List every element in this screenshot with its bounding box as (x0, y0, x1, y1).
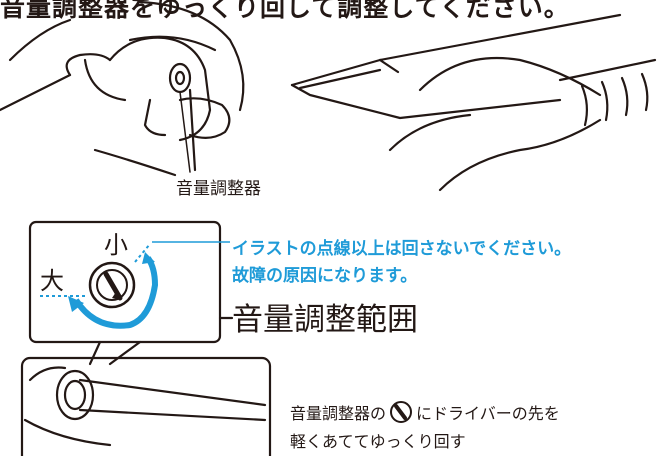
knob-caption: 音量調整器 (176, 179, 261, 199)
dial-detail-frame (28, 220, 222, 344)
instruction-line-1: 音量調整器の にドライバーの先を (290, 400, 560, 424)
instruction-part-2: にドライバーの先を (416, 404, 560, 423)
instruction-part-1: 音量調整器の (290, 404, 387, 423)
knob-callout-line (179, 91, 191, 173)
right-arrow-head (142, 252, 155, 264)
screwdriver-hand-illustration (290, 13, 657, 192)
min-limit-dotted-line (134, 243, 151, 263)
bottom-detail-frame (20, 356, 272, 456)
rotation-range-arc (73, 256, 159, 329)
warning-line-1: イラストの点線以上は回さないでください。 (232, 239, 572, 259)
left-arrow-head (68, 296, 84, 312)
screw-slot-icon (386, 401, 416, 423)
page-title: 音量調整器をゆっくり回して調整してください。 (0, 0, 570, 22)
dial-frame-connector (88, 340, 102, 366)
dial-max-label: 大 (40, 267, 64, 295)
volume-dial (88, 261, 136, 309)
hearing-aid-fingers-illustration (0, 0, 245, 177)
range-label: 音量調整範囲 (232, 302, 418, 338)
instruction-line-2: 軽くあててゆっくり回す (290, 432, 466, 451)
dial-min-label: 小 (104, 231, 128, 259)
warning-line-2: 故障の原因になります。 (232, 266, 418, 286)
bottom-knob-illustration (55, 369, 95, 421)
